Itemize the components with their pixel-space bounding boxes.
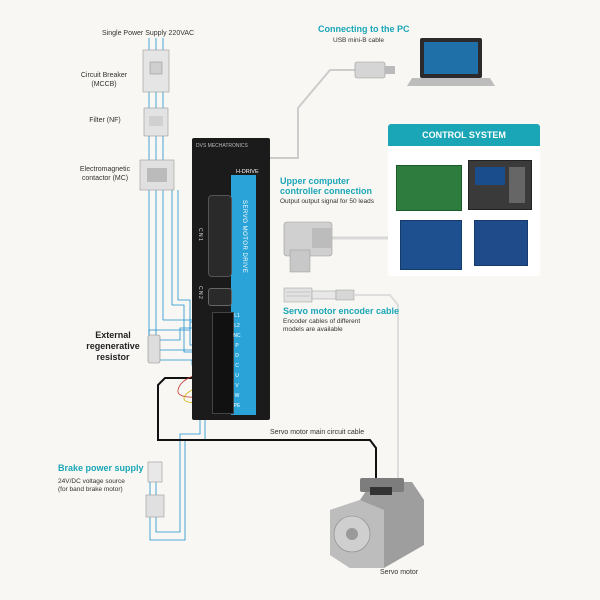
- contactor-label: Electromagnetic contactor (MC): [72, 165, 138, 183]
- terminal-c: C: [235, 363, 239, 369]
- cn2-port: [208, 288, 232, 306]
- drive-series: SERVO MOTOR DRIVE: [241, 200, 247, 274]
- encoder-desc: Encoder cables of different models are a…: [283, 318, 360, 334]
- encoder-cable: [354, 294, 399, 490]
- resistor-label: External regenerative resistor: [80, 330, 146, 363]
- drive-stripe: [231, 175, 256, 415]
- usb-cable: [270, 69, 355, 159]
- io-board-icon: [474, 220, 528, 266]
- terminal-labels: L1 L2 NC P D C U V W PE: [232, 311, 242, 411]
- contactor-label-line2: contactor (MC): [81, 175, 129, 182]
- terminal-u: U: [235, 373, 239, 379]
- resistor-label-line1: External: [95, 330, 131, 340]
- db50-connector-icon: [283, 221, 333, 273]
- terminal-l1: L1: [234, 313, 240, 319]
- motor-main-cable: [157, 377, 377, 492]
- circuit-breaker-icon: [142, 49, 170, 93]
- pc-cable-label: USB mini-B cable: [333, 37, 384, 44]
- brake-desc: 24V/DC voltage source (for band brake mo…: [58, 478, 125, 494]
- main-cable-label: Servo motor main circuit cable: [270, 429, 365, 436]
- motion-card-icon: [396, 165, 462, 211]
- breaker-label: Circuit Breaker (MCCB): [72, 71, 136, 89]
- terminal-d: D: [235, 353, 239, 359]
- terminal-p: P: [235, 343, 239, 349]
- breaker-label-line2: (MCCB): [91, 81, 117, 88]
- drive-model: H-DRIVE: [236, 169, 259, 175]
- cnc-controller-icon: [468, 160, 532, 210]
- terminal-l2: L2: [234, 323, 240, 329]
- filter-icon: [143, 107, 169, 137]
- contactor-icon: [139, 159, 175, 191]
- encoder-line1: Encoder cables of different: [283, 318, 361, 325]
- control-board-icon: [400, 220, 462, 270]
- encoder-title: Servo motor encoder cable: [283, 306, 400, 316]
- resistor-label-line3: resistor: [96, 352, 130, 362]
- motor-label: Servo motor: [380, 569, 419, 576]
- upper-desc: Output output signal for 50 leads: [280, 198, 374, 205]
- servo-motor-icon: [330, 478, 424, 568]
- encoder-line2: models are available: [283, 326, 343, 333]
- supply-label: Single Power Supply 220VAC: [102, 30, 195, 37]
- breaker-label-line1: Circuit Breaker: [80, 72, 128, 79]
- laptop-icon: [407, 38, 495, 86]
- cn2-label: C N 2: [197, 286, 203, 299]
- regenerative-resistor-icon: [147, 334, 161, 364]
- usb-connector-icon: [354, 61, 395, 79]
- upper-title: Upper computer controller connection: [280, 176, 372, 196]
- contactor-label-line1: Electromagnetic: [79, 166, 131, 173]
- cn1-label: C N 1: [197, 228, 203, 241]
- filter-label: Filter (NF): [89, 117, 121, 124]
- drive-brand: DVS MECHATRONICS: [196, 143, 248, 149]
- pc-title: Connecting to the PC: [318, 24, 410, 34]
- terminal-pe: PE: [233, 403, 241, 409]
- terminal-v: V: [235, 383, 239, 389]
- terminal-block: [212, 312, 234, 414]
- brake-title: Brake power supply: [58, 463, 144, 473]
- terminal-nc: NC: [233, 333, 241, 339]
- brake-line1: 24V/DC voltage source: [58, 478, 125, 485]
- upper-title-line1: Upper computer: [280, 176, 350, 186]
- brake-power-supply-icon: [145, 461, 165, 518]
- resistor-label-line2: regenerative: [86, 341, 140, 351]
- encoder-connector-icon: [283, 287, 355, 303]
- cn1-port: [208, 195, 232, 277]
- brake-line2: (for band brake motor): [58, 486, 123, 493]
- control-system-title: CONTROL SYSTEM: [388, 124, 540, 146]
- terminal-w: W: [234, 393, 240, 399]
- upper-title-line2: controller connection: [280, 186, 373, 196]
